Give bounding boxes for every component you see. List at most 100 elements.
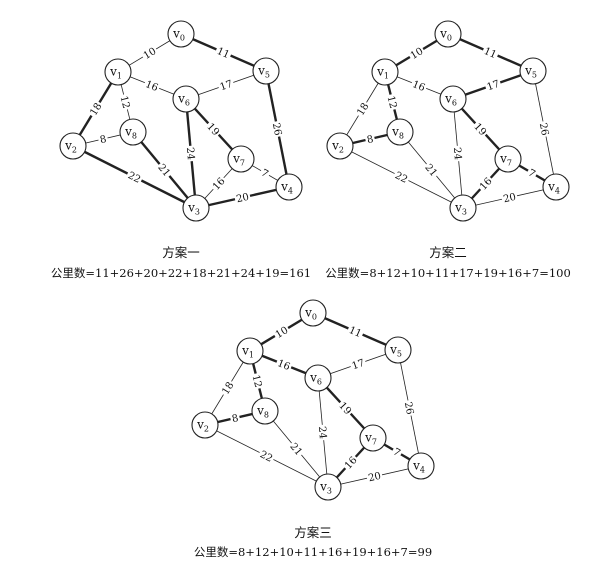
node-subscript: 3 [195, 208, 200, 217]
node-label: v [376, 65, 384, 79]
plan-1-title: 方案一 [162, 245, 200, 260]
edge-weight-label: 8 [99, 134, 108, 146]
node-v7: v7 [227, 145, 255, 173]
edge-weight-label: 16 [144, 79, 160, 94]
node-label: v [177, 92, 185, 106]
svg-text:v8: v8 [256, 404, 269, 420]
edge-weight-label: 17 [219, 79, 235, 94]
svg-text:v6: v6 [444, 92, 457, 108]
node-v5: v5 [384, 336, 412, 364]
node-v4: v4 [542, 173, 570, 201]
edge-weight-label: 22 [126, 170, 142, 186]
node-v1: v1 [236, 337, 264, 365]
node-label: v [124, 125, 132, 139]
edge-weight-label: 16 [211, 176, 228, 193]
edge-weight-label: 8 [231, 413, 240, 425]
node-subscript: 4 [288, 187, 293, 196]
node-v7: v7 [359, 424, 387, 452]
edge-weight-label: 10 [142, 46, 159, 62]
edge-weight-label: 7 [526, 168, 537, 181]
plan-1-formula: 公里数=11+26+20+22+18+21+24+19=161 [51, 266, 311, 280]
edge-weight-label: 12 [250, 374, 264, 389]
svg-text:v5: v5 [257, 64, 270, 80]
node-subscript: 2 [339, 146, 344, 155]
edge-weight-label: 24 [184, 147, 196, 161]
edge-weight-label: 26 [537, 122, 550, 137]
node-subscript: 8 [132, 132, 137, 141]
node-subscript: 6 [452, 99, 457, 108]
node-v7: v7 [494, 145, 522, 173]
node-label: v [309, 371, 317, 385]
edge-weight-label: 16 [411, 79, 427, 94]
edge-weight-label: 18 [220, 380, 236, 397]
node-subscript: 4 [420, 466, 425, 475]
svg-text:v6: v6 [309, 371, 322, 387]
edge-weight-label: 20 [502, 192, 517, 206]
svg-text:v7: v7 [232, 152, 245, 168]
edge-weight-label: 18 [355, 101, 371, 118]
node-v6: v6 [304, 364, 332, 392]
node-subscript: 7 [240, 159, 245, 168]
node-v2: v2 [326, 132, 354, 160]
edge-weight-label: 22 [258, 449, 274, 465]
node-subscript: 1 [249, 351, 254, 360]
svg-text:v5: v5 [524, 64, 537, 80]
node-subscript: 4 [555, 187, 560, 196]
node-subscript: 8 [264, 411, 269, 420]
svg-text:v1: v1 [109, 65, 122, 81]
edge-weight-label: 8 [366, 134, 375, 146]
node-label: v [241, 344, 249, 358]
svg-text:v8: v8 [391, 125, 404, 141]
svg-text:v4: v4 [280, 180, 293, 196]
node-v8: v8 [251, 397, 279, 425]
svg-text:v0: v0 [172, 27, 185, 43]
node-subscript: 6 [185, 99, 190, 108]
node-label: v [331, 139, 339, 153]
node-label: v [389, 343, 397, 357]
edge-weight-label: 24 [316, 426, 328, 440]
svg-text:v8: v8 [124, 125, 137, 141]
node-v0: v0 [167, 20, 195, 48]
edge-weight-label: 20 [367, 471, 382, 485]
node-subscript: 1 [384, 72, 389, 81]
node-v6: v6 [439, 85, 467, 113]
node-subscript: 0 [312, 313, 317, 322]
node-label: v [364, 431, 372, 445]
edge-weight-label: 26 [270, 122, 283, 137]
svg-text:v6: v6 [177, 92, 190, 108]
node-v6: v6 [172, 85, 200, 113]
node-subscript: 5 [397, 350, 402, 359]
plan-2-title: 方案二 [429, 245, 467, 260]
node-v8: v8 [119, 118, 147, 146]
node-subscript: 1 [117, 72, 122, 81]
edge-weight-label: 16 [276, 358, 292, 373]
node-v0: v0 [434, 20, 462, 48]
node-label: v [439, 27, 447, 41]
svg-text:v5: v5 [389, 343, 402, 359]
node-v4: v4 [275, 173, 303, 201]
node-label: v [64, 139, 72, 153]
edge-weight-label: 24 [451, 147, 463, 161]
node-v0: v0 [299, 299, 327, 327]
edge-weight-label: 11 [215, 46, 231, 61]
node-label: v [444, 92, 452, 106]
node-label: v [524, 64, 532, 78]
node-subscript: 6 [317, 378, 322, 387]
svg-text:v4: v4 [412, 459, 425, 475]
node-label: v [172, 27, 180, 41]
edge-weight-label: 12 [385, 95, 399, 110]
node-label: v [280, 180, 288, 194]
svg-text:v3: v3 [319, 480, 332, 496]
svg-text:v2: v2 [196, 418, 209, 434]
node-subscript: 2 [204, 425, 209, 434]
node-label: v [391, 125, 399, 139]
node-label: v [187, 201, 195, 215]
node-v8: v8 [386, 118, 414, 146]
node-v3: v3 [182, 194, 210, 222]
node-v4: v4 [407, 452, 435, 480]
svg-text:v7: v7 [364, 431, 377, 447]
